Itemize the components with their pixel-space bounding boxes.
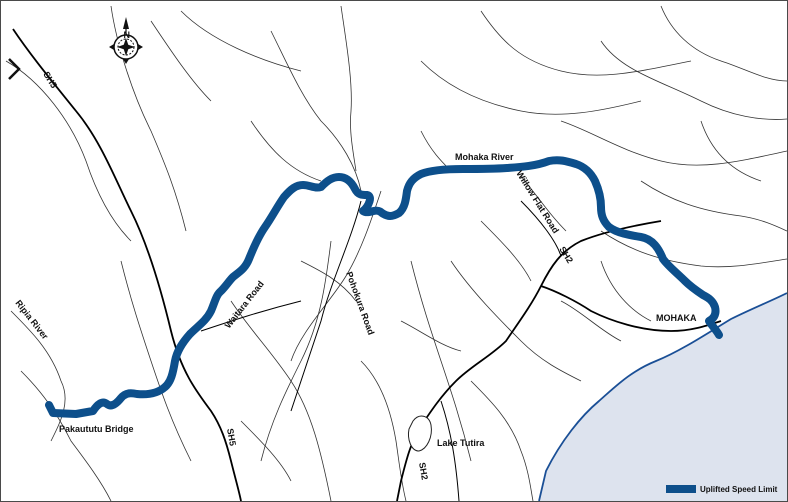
label-sh2-east: SH2 <box>557 245 575 265</box>
lake-tutira <box>408 415 432 452</box>
uplifted-speed-limit-route <box>45 156 723 418</box>
label-mohaka-river: Mohaka River <box>455 152 514 162</box>
road-sh5 <box>12 28 242 501</box>
map-legend: Uplifted Speed Limit <box>666 485 778 494</box>
road-sh2 <box>396 220 662 501</box>
minor-roads <box>200 200 562 501</box>
label-mohaka: MOHAKA <box>656 313 697 323</box>
legend-label: Uplifted Speed Limit <box>700 485 778 494</box>
label-sh5-south: SH5 <box>225 428 238 447</box>
label-ripia-river: Ripia River <box>13 298 50 342</box>
compass-rose-icon: N <box>109 17 143 64</box>
coastline <box>538 292 787 501</box>
label-pohokura-road: Pohokura Road <box>344 270 376 336</box>
sea-area <box>539 293 787 501</box>
road-coastal <box>540 285 722 332</box>
road-network <box>12 28 722 501</box>
compass-north-label: N <box>124 30 131 40</box>
label-lake-tutira: Lake Tutira <box>437 438 485 448</box>
legend-swatch <box>666 485 696 493</box>
map-edge-chevron <box>8 58 21 80</box>
label-pakaututu-bridge: Pakaututu Bridge <box>59 424 134 434</box>
label-sh2-south: SH2 <box>417 462 430 481</box>
